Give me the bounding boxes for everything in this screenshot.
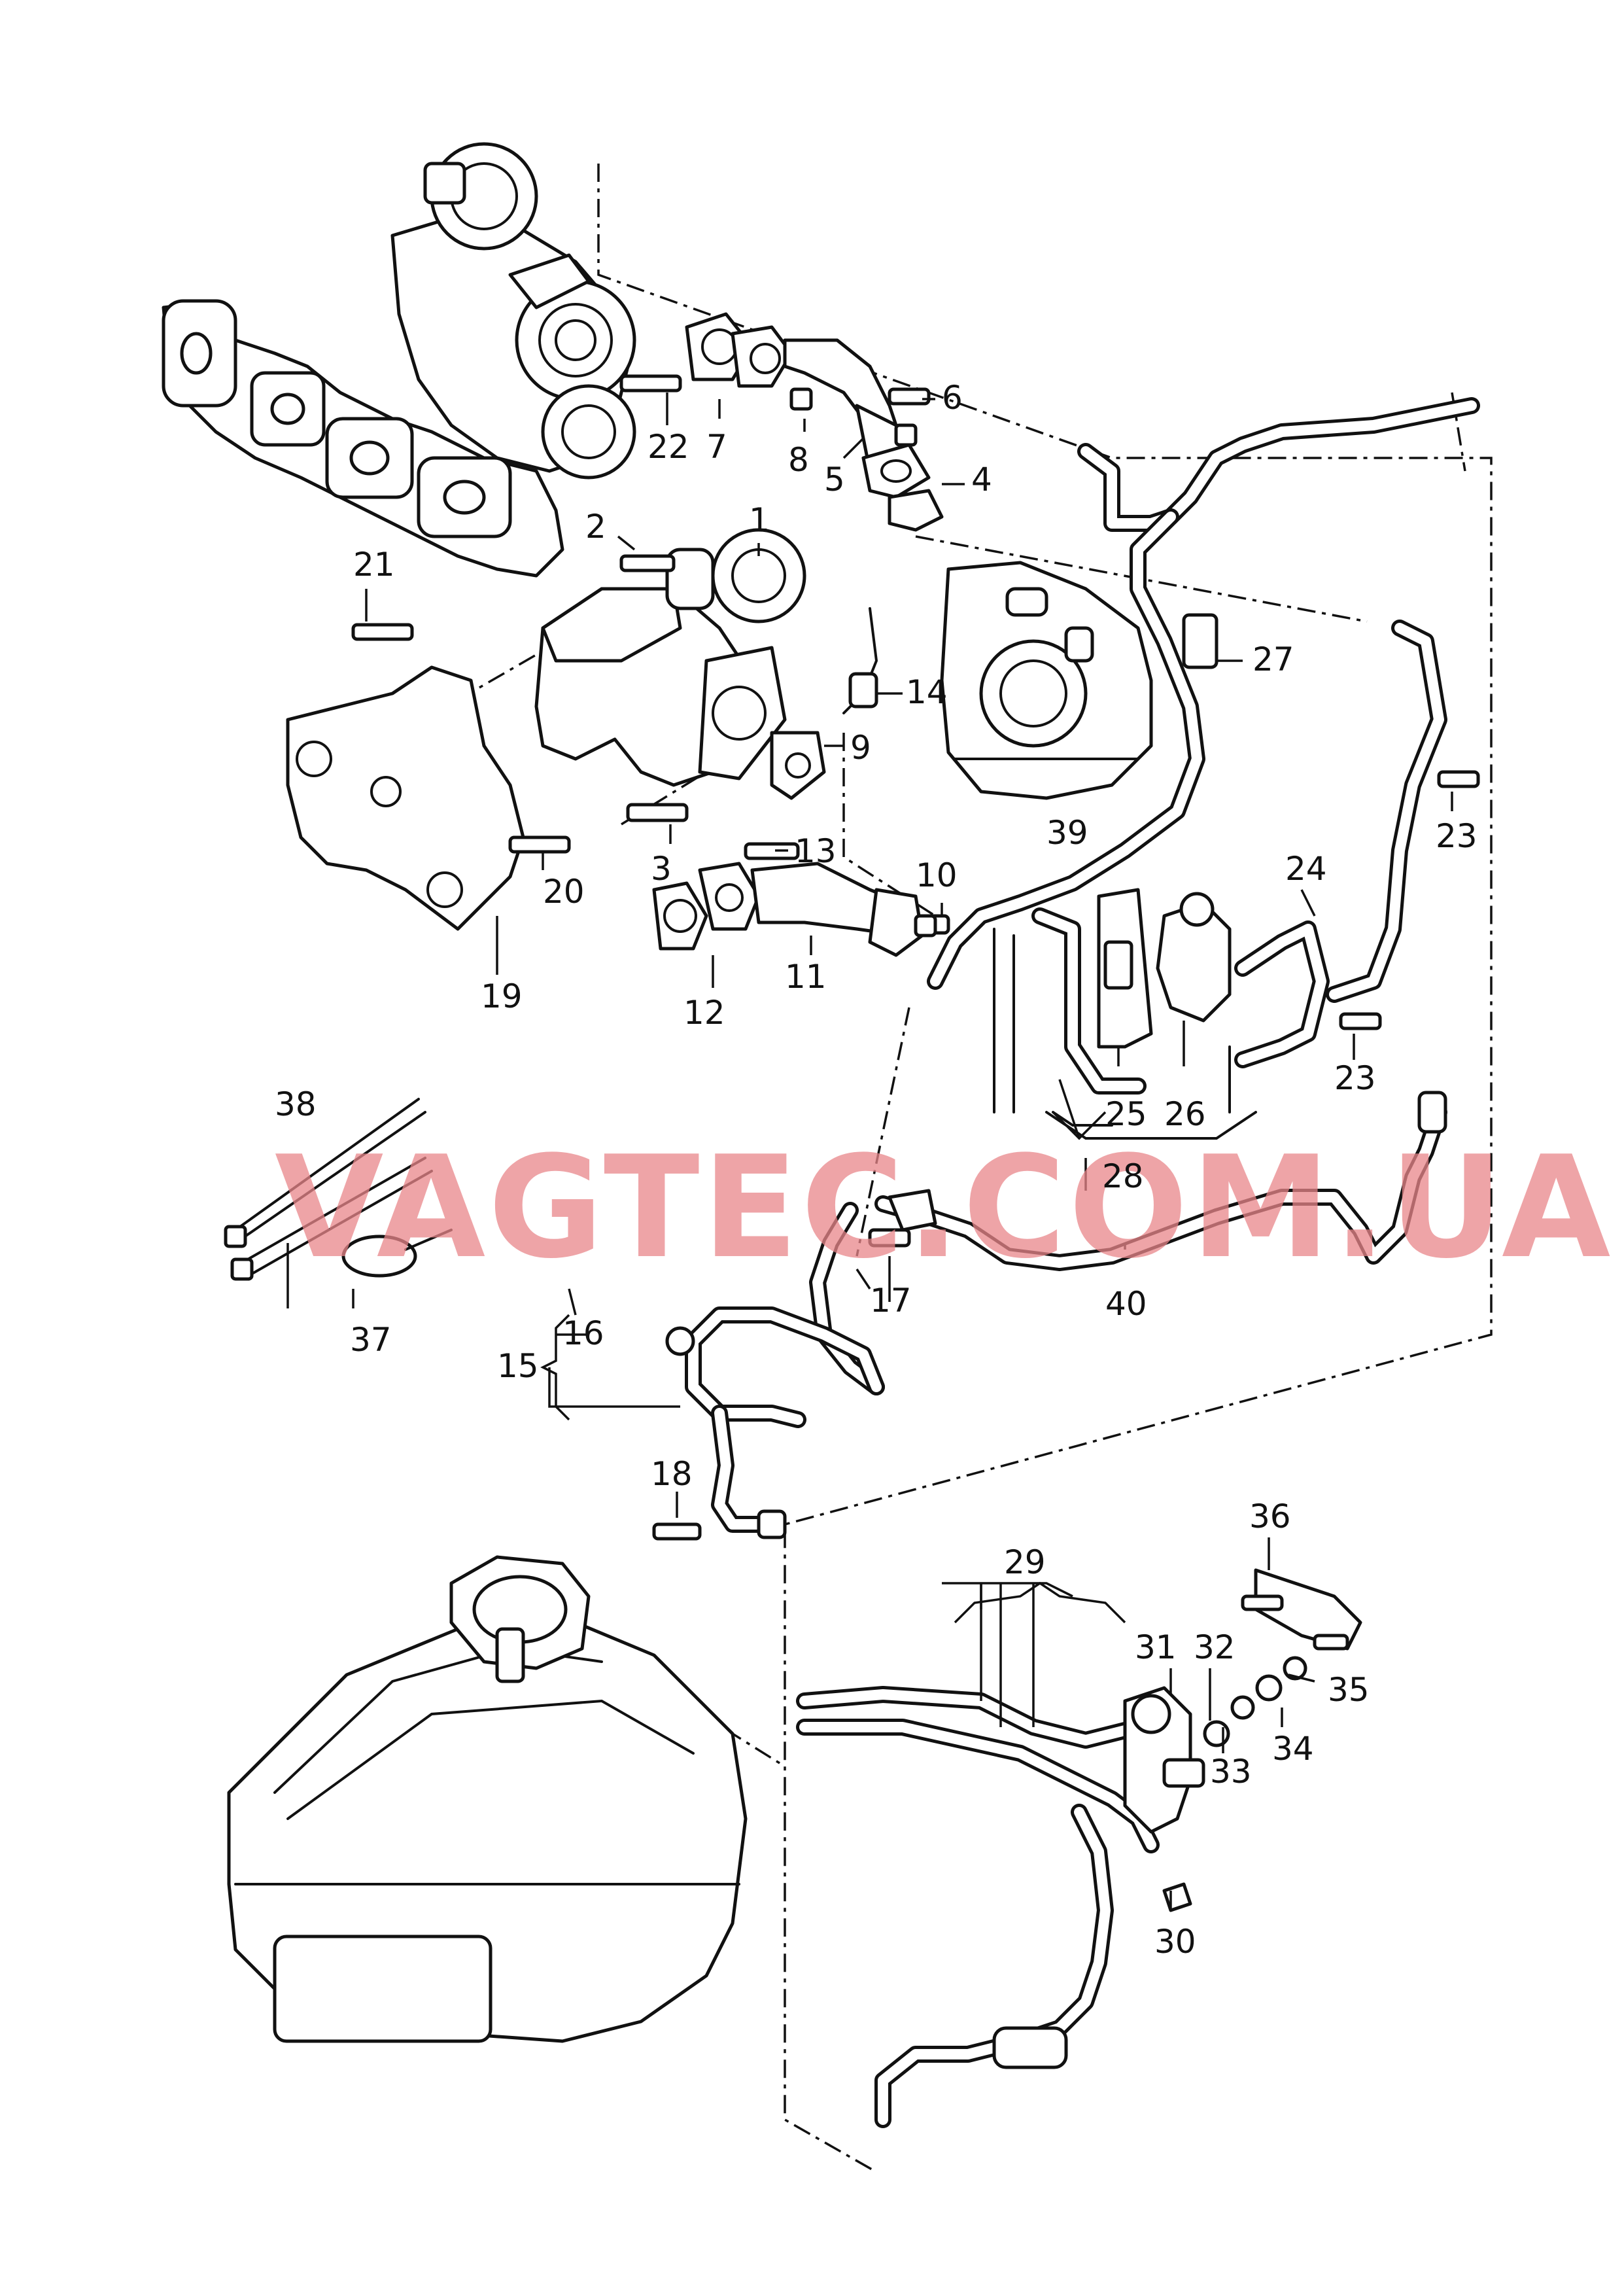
callout-5: 5 (824, 461, 845, 499)
callout-10: 10 (916, 856, 958, 894)
solenoid-valves (1097, 613, 1232, 1049)
callout-18: 18 (651, 1455, 693, 1493)
callout-12: 12 (683, 994, 725, 1032)
callout-39: 39 (1046, 814, 1088, 852)
bracket-28 (993, 928, 1257, 1140)
callout-14: 14 (906, 673, 948, 711)
callout-20: 20 (543, 873, 585, 911)
fasteners (888, 387, 1480, 1030)
line-29 (796, 1686, 1160, 2128)
callout-31: 31 (1135, 1628, 1177, 1666)
egr-pipe-lower (652, 842, 950, 957)
callout-32: 32 (1194, 1628, 1235, 1666)
callout-23b: 23 (1334, 1059, 1376, 1097)
callout-21: 21 (353, 546, 395, 584)
callout-13: 13 (795, 832, 837, 870)
callout-4: 4 (971, 461, 992, 499)
callout-40: 40 (1105, 1285, 1147, 1323)
callout-26: 26 (1164, 1095, 1206, 1133)
cable-ties (224, 1098, 453, 1281)
callout-15: 15 (497, 1347, 539, 1385)
callout-9: 9 (850, 729, 871, 767)
callout-16: 16 (562, 1314, 604, 1352)
callout-38: 38 (275, 1085, 317, 1123)
callout-35: 35 (1328, 1671, 1370, 1709)
callout-36: 36 (1249, 1498, 1291, 1535)
pipe-15 (652, 1189, 937, 1541)
intake-manifold (940, 561, 1153, 800)
callout-7: 7 (706, 428, 727, 466)
callout-3: 3 (651, 850, 672, 888)
watermark: VAGTEC.COM.UA (275, 1125, 1613, 1289)
callout-23a: 23 (1436, 817, 1477, 855)
callout-11: 11 (785, 958, 827, 996)
callout-33: 33 (1210, 1753, 1252, 1791)
callout-22: 22 (648, 428, 689, 466)
callout-25: 25 (1105, 1095, 1147, 1133)
callout-6: 6 (942, 379, 963, 417)
callout-labels: 1 2 3 4 5 6 7 8 9 10 11 12 13 14 15 16 1… (275, 379, 1477, 1961)
callout-29: 29 (1004, 1543, 1046, 1581)
callout-30: 30 (1154, 1923, 1196, 1961)
callout-37: 37 (350, 1321, 392, 1359)
vacuum-lines (927, 397, 1480, 1095)
leader-lines (286, 393, 1453, 1910)
bracket (286, 623, 571, 931)
air-filter-housing (227, 1555, 748, 2043)
callout-2: 2 (585, 508, 606, 546)
callout-8: 8 (788, 441, 809, 479)
callout-28: 28 (1102, 1157, 1144, 1195)
callout-27: 27 (1253, 640, 1294, 678)
group-brackets (540, 1111, 1126, 1624)
egr-pipe-upper (619, 312, 944, 532)
line-40 (874, 1091, 1447, 1271)
turbocharger (390, 142, 636, 480)
callout-19: 19 (481, 977, 523, 1015)
egr-valve-cooler (534, 528, 878, 822)
valve-31 (1123, 1568, 1362, 1912)
callout-17: 17 (870, 1282, 912, 1320)
exhaust-manifold (162, 299, 564, 578)
callout-34: 34 (1272, 1730, 1314, 1768)
callout-1: 1 (749, 501, 770, 539)
callout-24: 24 (1285, 850, 1327, 888)
